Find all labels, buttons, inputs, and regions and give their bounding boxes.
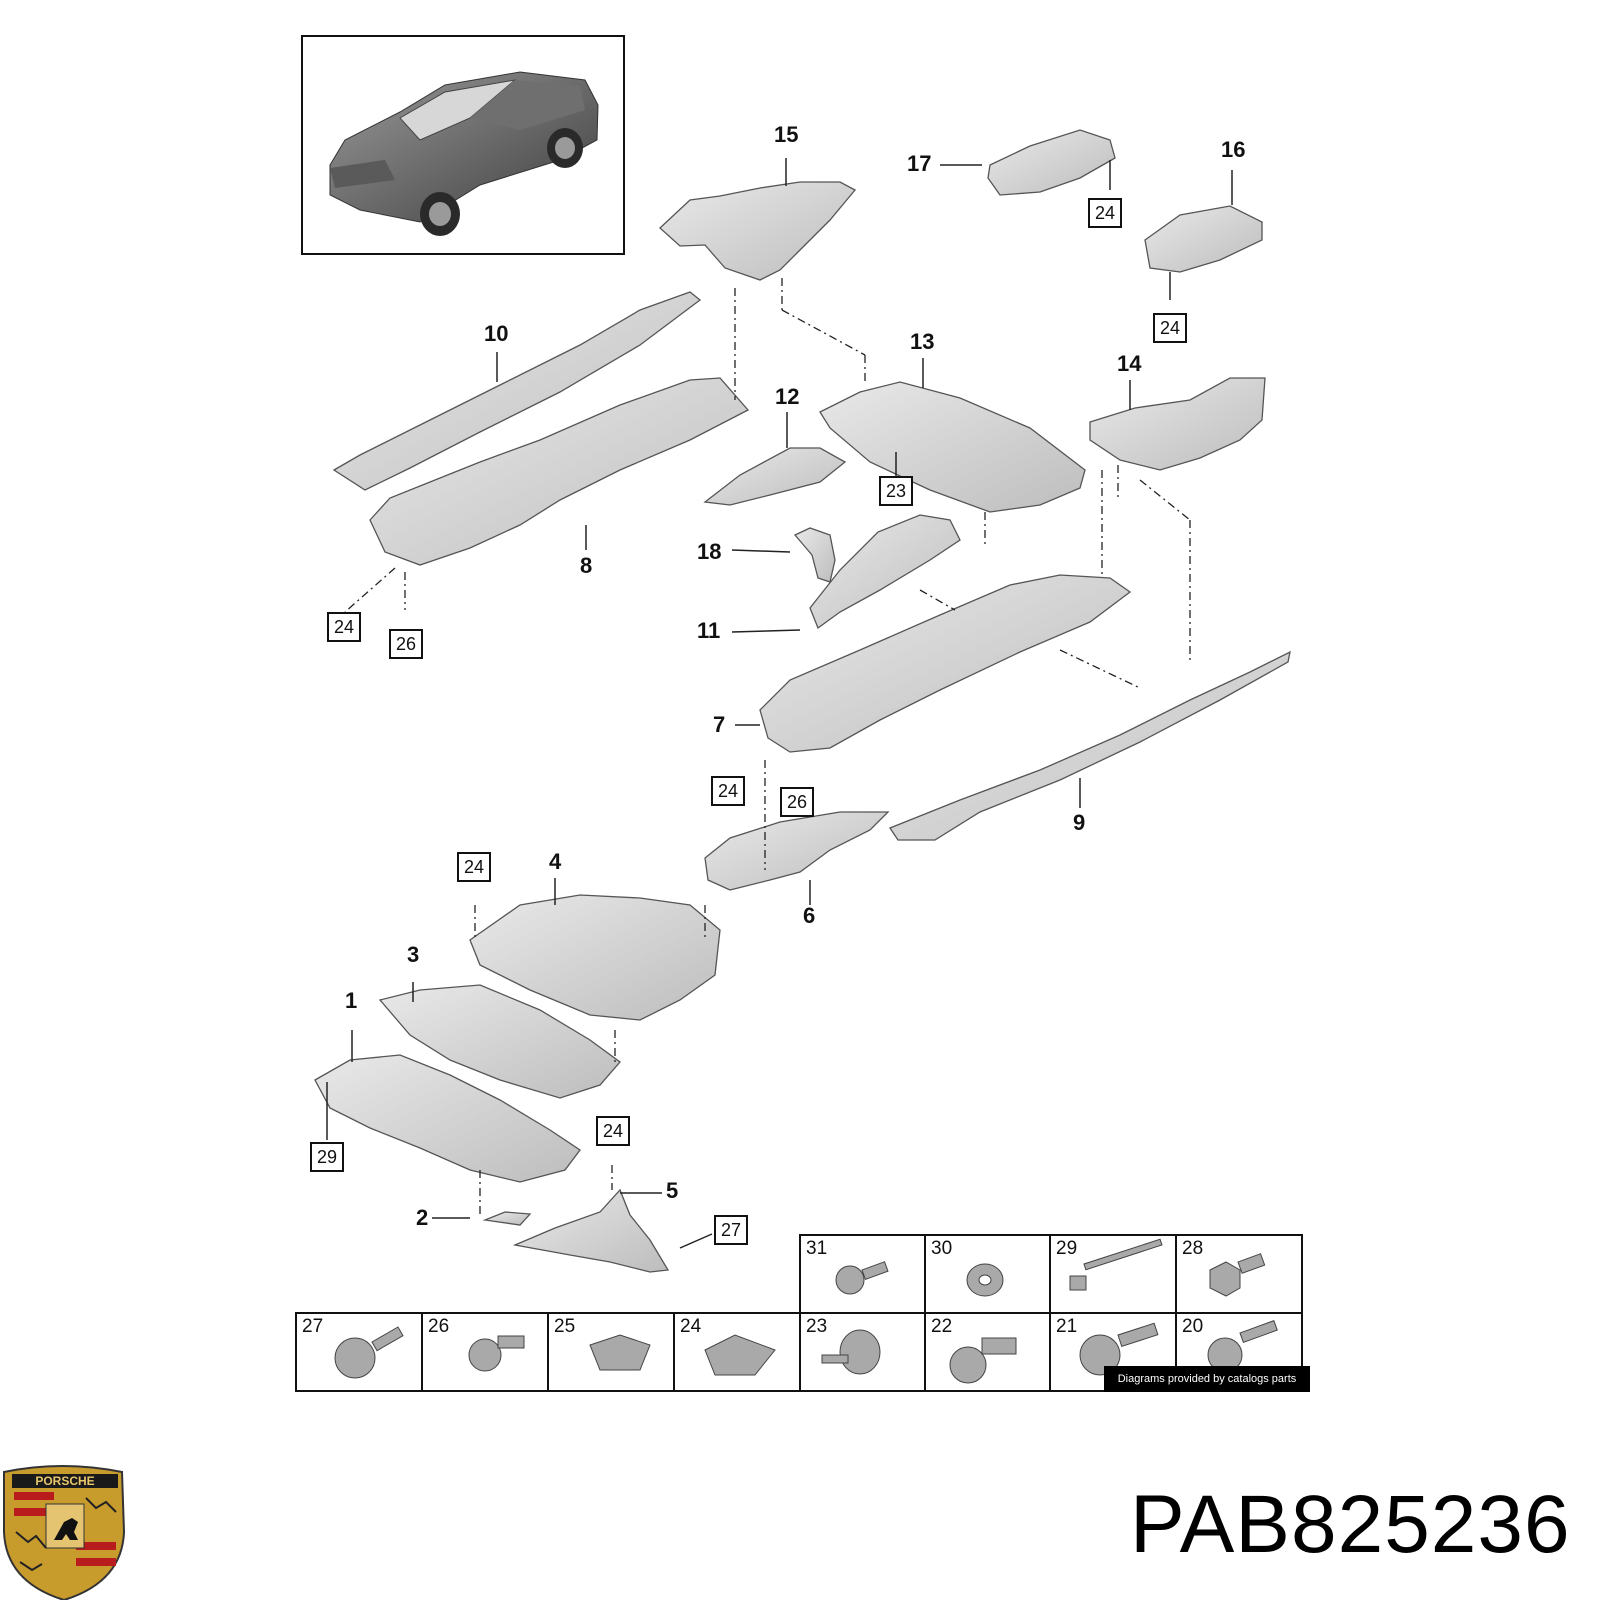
screw-21-icon [1079,1322,1159,1376]
callout-2: 2 [416,1205,429,1230]
bolt-28-icon [1209,1253,1266,1297]
callout-16: 16 [1221,137,1246,162]
callout-3: 3 [407,942,420,967]
leader-lines [326,158,1233,1249]
callout-10: 10 [484,321,509,346]
screw-27-icon [334,1326,404,1379]
panel-8 [369,377,750,566]
callout-8: 8 [580,553,593,578]
ref-box-24: 24 [1153,313,1187,343]
clip-24-icon [704,1334,776,1376]
callout-9: 9 [1073,810,1086,835]
panel-13 [819,381,1086,513]
bolt-31-icon [835,1261,889,1295]
ref-box-26: 26 [780,787,814,817]
callout-12: 12 [775,384,800,409]
grid-label-29: 29 [1056,1238,1078,1259]
panel-10 [332,291,702,491]
panel-7 [759,574,1132,753]
clip-23-icon [821,1329,881,1375]
bracket-18 [793,527,836,583]
panel-1 [314,1054,581,1183]
grid-label-28: 28 [1182,1238,1204,1259]
long-bolt-29-icon [1069,1238,1163,1291]
grid-label-24: 24 [680,1316,702,1337]
panel-6 [704,811,890,891]
vehicle-illustration [329,71,599,236]
ref-box-24: 24 [1088,198,1122,228]
grid-label-27: 27 [302,1316,324,1337]
fastener-icons [334,1238,1278,1384]
clip-25-icon [589,1334,651,1371]
panel-3 [378,984,621,1099]
grid-label-20: 20 [1182,1316,1204,1337]
callout-13: 13 [910,329,935,354]
callout-11: 11 [697,618,721,643]
callout-6: 6 [803,903,816,928]
callout-5: 5 [666,1178,679,1203]
callout-4: 4 [549,849,562,874]
grid-label-30: 30 [931,1238,953,1259]
part-number: PAB825236 [1130,1479,1571,1570]
ref-box-24: 24 [711,776,745,806]
callout-17: 17 [907,151,932,176]
rivet-22-icon [949,1337,1017,1384]
callout-18: 18 [697,539,722,564]
panel-5 [512,1188,670,1273]
underbody-panels [314,129,1291,1273]
panel-4 [469,894,721,1021]
ref-box-24: 24 [327,612,361,642]
ref-box-23: 23 [879,476,913,506]
callout-1: 1 [345,988,358,1013]
grid-label-21: 21 [1056,1316,1078,1337]
panel-16 [1144,205,1263,273]
ref-box-24: 24 [457,852,491,882]
panel-11 [809,514,961,630]
callout-7: 7 [713,712,726,737]
grid-label-22: 22 [931,1316,953,1337]
grid-label-23: 23 [806,1316,828,1337]
panel-15 [659,181,857,281]
panel-2 [482,1211,532,1226]
panel-9 [889,650,1291,841]
porsche-crest-logo: PORSCHE [3,1465,126,1602]
callout-14: 14 [1117,351,1142,376]
screw-20-icon [1207,1320,1278,1373]
dash-dot-lines [344,278,1191,1218]
grid-label-25: 25 [554,1316,576,1337]
panel-17 [987,129,1116,196]
grid-label-26: 26 [428,1316,450,1337]
grid-label-31: 31 [806,1238,828,1259]
ref-box-27: 27 [714,1215,748,1245]
ref-box-29: 29 [310,1142,344,1172]
callout-15: 15 [774,122,799,147]
svg-text:PORSCHE: PORSCHE [35,1474,94,1488]
washer-30-icon [966,1263,1004,1297]
panel-14 [1089,377,1266,471]
panel-12 [703,447,847,506]
credit-banner: Diagrams provided by catalogs parts [1104,1366,1310,1392]
screw-26-icon [468,1335,525,1372]
ref-box-26: 26 [389,629,423,659]
ref-box-24: 24 [596,1116,630,1146]
